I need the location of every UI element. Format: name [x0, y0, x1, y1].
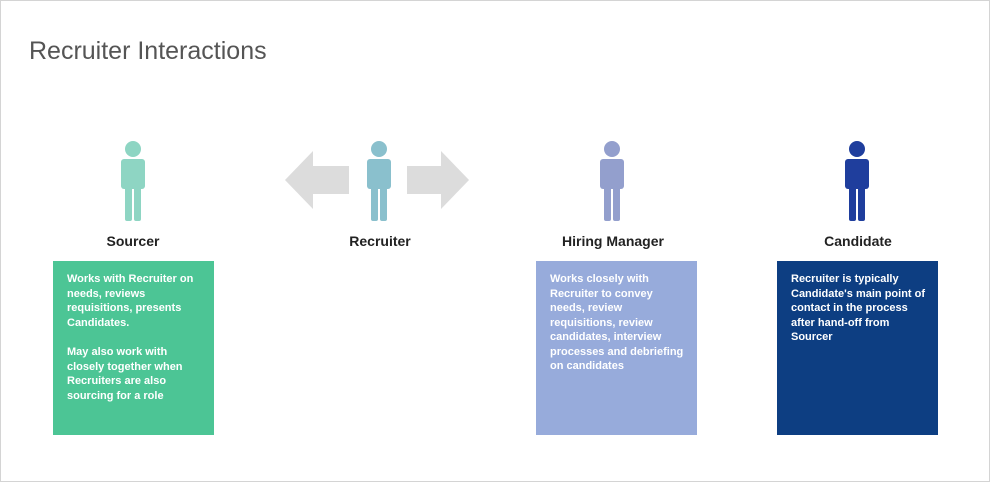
- sourcer-person-icon: [119, 139, 147, 223]
- candidate-person-icon: [843, 139, 871, 223]
- hiring-manager-label: Hiring Manager: [562, 233, 664, 249]
- candidate-description-box: Recruiter is typically Candidate's main …: [777, 261, 938, 435]
- page-title: Recruiter Interactions: [29, 37, 267, 65]
- sourcer-description-box: Works with Recruiter on needs, reviews r…: [53, 261, 214, 435]
- sourcer-label: Sourcer: [106, 233, 160, 249]
- candidate-label: Candidate: [824, 233, 892, 249]
- sourcer-description-1: Works with Recruiter on needs, reviews r…: [67, 273, 194, 329]
- recruiter-person-icon: [365, 139, 393, 223]
- sourcer-description-2: May also work with closely together when…: [67, 346, 183, 402]
- candidate-description: Recruiter is typically Candidate's main …: [791, 273, 926, 343]
- hiring-manager-description: Works closely with Recruiter to convey n…: [550, 273, 684, 372]
- arrow-left-icon: [285, 151, 349, 214]
- hiring-manager-description-box: Works closely with Recruiter to convey n…: [536, 261, 697, 435]
- hiring-manager-person-icon: [598, 139, 626, 223]
- recruiter-label: Recruiter: [349, 233, 411, 249]
- arrow-right-icon: [407, 151, 469, 214]
